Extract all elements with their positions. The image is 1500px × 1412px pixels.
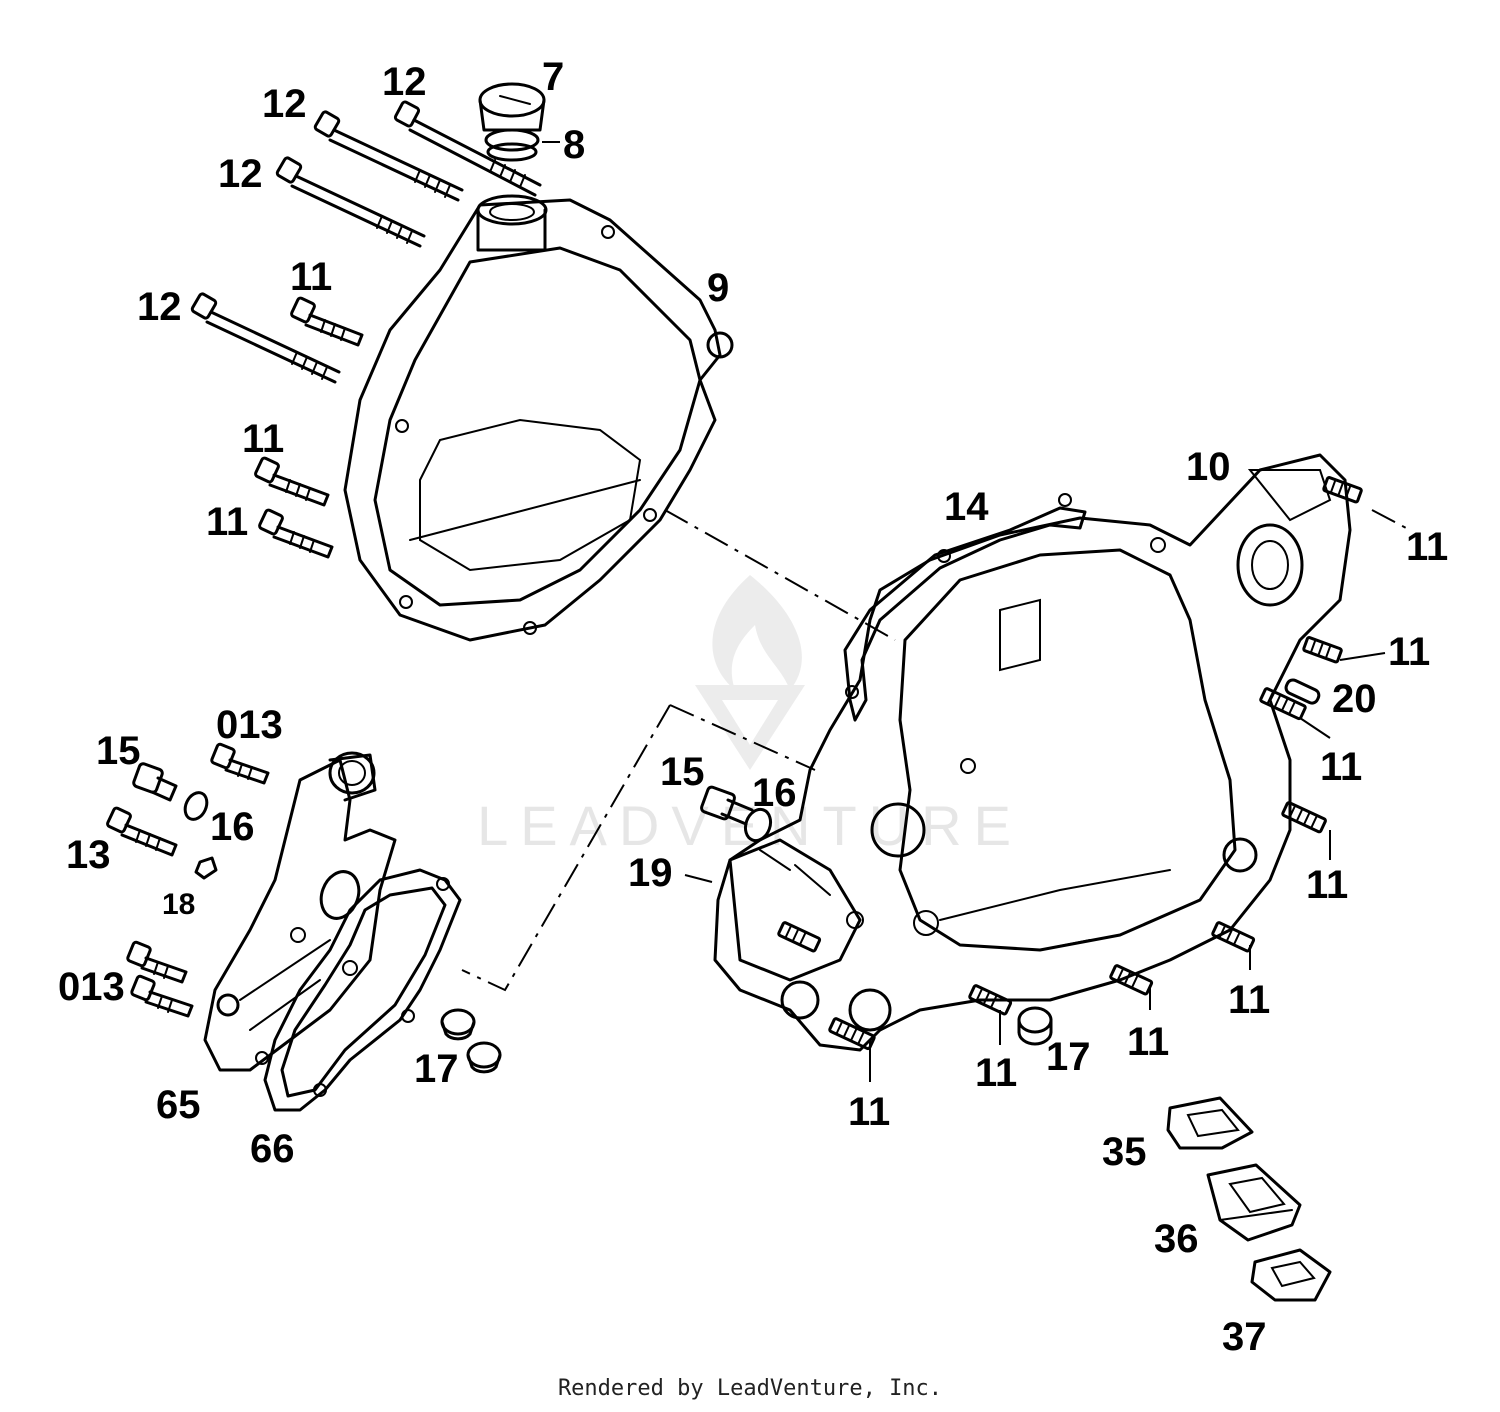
callout-11: 11 [1320, 745, 1362, 789]
screw-12-d [190, 292, 341, 384]
screw-013-a [210, 742, 270, 785]
callout-8: 8 [563, 123, 585, 167]
callout-17: 17 [1046, 1035, 1091, 1079]
studs-11-right [777, 476, 1363, 1051]
callout-12: 12 [262, 82, 307, 126]
short-screws-11-left [254, 296, 364, 559]
long-screws-12 [190, 100, 542, 384]
callout-14: 14 [944, 485, 989, 529]
ignition-cover-part [713, 453, 1352, 1052]
leadventure-watermark: LEADVENTURE [477, 575, 1023, 857]
callout-12: 12 [137, 285, 182, 329]
v-logo-icon [695, 685, 805, 770]
screw-013-c [130, 974, 194, 1018]
callout-11: 11 [1388, 630, 1430, 674]
callout-65: 65 [156, 1083, 201, 1127]
callout-13: 13 [66, 833, 111, 877]
drain-plug-part [700, 785, 773, 843]
screw-13 [106, 806, 178, 857]
callout-013: 013 [58, 965, 125, 1009]
screw-12-a [393, 100, 542, 197]
water-pump-fasteners [106, 742, 502, 1074]
callout-11: 11 [206, 500, 248, 544]
plug-15-left [132, 762, 178, 802]
callout-11: 11 [848, 1090, 890, 1134]
callout-11: 11 [242, 417, 284, 461]
callout-11: 11 [1228, 978, 1270, 1022]
gasket-part [843, 493, 1087, 722]
clutch-cover-part [343, 194, 734, 642]
grommet-36 [1206, 1163, 1302, 1242]
water-pump-cover-part [203, 751, 397, 1072]
callout-11: 11 [1306, 863, 1348, 907]
washer-18 [194, 856, 218, 880]
oil-filler-plug-part [478, 82, 546, 162]
callout-9: 9 [707, 266, 729, 310]
callout-36: 36 [1154, 1217, 1199, 1261]
grommets-part [1166, 1096, 1332, 1302]
watermark-text: LEADVENTURE [477, 794, 1023, 857]
grommet-35 [1166, 1096, 1254, 1150]
callout-20: 20 [1332, 677, 1377, 721]
callout-12: 12 [218, 152, 263, 196]
callout-15: 15 [96, 729, 141, 773]
dowel-sleeve-right [1017, 1006, 1053, 1046]
callout-11: 11 [1406, 525, 1448, 569]
seal-16-left [183, 791, 209, 821]
screw-11-a [290, 296, 364, 347]
callout-18: 18 [162, 888, 195, 921]
callout-16: 16 [210, 805, 255, 849]
callout-10: 10 [1186, 445, 1231, 489]
water-pump-gasket-part [263, 868, 462, 1112]
leader-lines [542, 141, 1386, 1082]
screw-12-c [275, 156, 426, 248]
callout-013: 013 [216, 703, 283, 747]
callout-7: 7 [542, 55, 564, 99]
callout-11: 11 [290, 255, 332, 299]
screw-12-b [313, 110, 464, 202]
callout-12: 12 [382, 60, 427, 104]
assembly-lines [461, 509, 1411, 992]
dowel-sleeve-left-b [466, 1041, 502, 1074]
callout-labels: 7 8 12 12 12 12 9 11 11 11 10 14 11 11 2… [58, 55, 1448, 1359]
callout-37: 37 [1222, 1315, 1267, 1359]
callout-11: 11 [975, 1051, 1017, 1095]
dowel-pin-part [1284, 678, 1321, 705]
grommet-37 [1250, 1248, 1332, 1302]
screw-11-c [258, 508, 334, 559]
screw-11-b [254, 456, 330, 507]
callout-19: 19 [628, 851, 673, 895]
callout-15: 15 [660, 750, 705, 794]
screw-013-b [126, 940, 188, 984]
dowel-sleeve-left-a [440, 1008, 476, 1041]
callout-66: 66 [250, 1127, 295, 1171]
callout-16: 16 [752, 771, 797, 815]
callout-17: 17 [414, 1047, 459, 1091]
callout-11: 11 [1127, 1020, 1169, 1064]
render-credit: Rendered by LeadVenture, Inc. [557, 1376, 943, 1401]
flame-logo-icon [712, 575, 802, 690]
callout-35: 35 [1102, 1130, 1147, 1174]
